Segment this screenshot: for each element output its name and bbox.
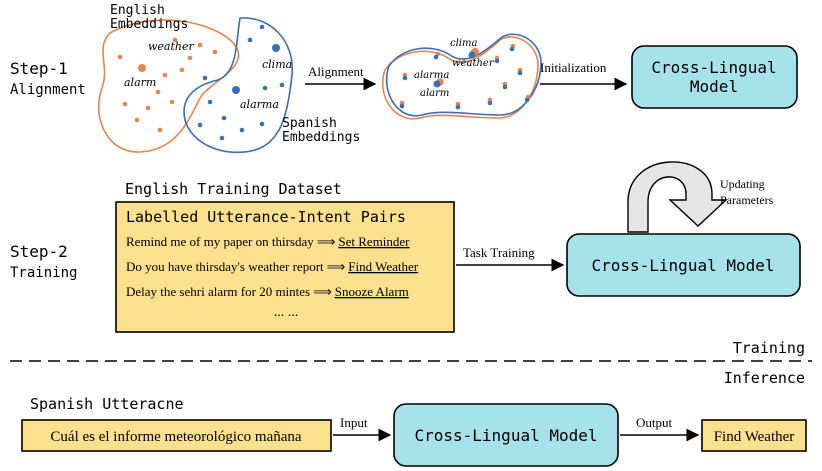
spanish-embedding-cluster [183,17,293,154]
model-label-step1-line1: Cross-Lingual [651,58,776,77]
alignment-arrow-label: Alignment [308,64,364,79]
updating-parameters-arrow [627,161,728,233]
word-clima-es: clima [262,58,292,71]
step1-sublabel: Alignment [10,82,86,98]
result-text: Find Weather [714,429,795,445]
cross-lingual-model-box-step1 [631,45,798,109]
dataset-box [115,201,455,333]
spanish-utterance-box [21,419,332,452]
word-alarm-aligned: alarm [420,88,449,99]
step1-label: Step-1 [10,59,68,78]
spanish-embeddings-label-1: Spanish [282,116,337,131]
model-label-step2: Cross-Lingual Model [591,256,774,275]
aligned-points [399,43,531,110]
word-weather-aligned: weather [452,58,495,69]
updating-label-2: Parameters [720,193,774,207]
dataset-row-intent: Snooze Alarm [335,284,409,299]
result-box [701,419,807,452]
word-clima-aligned: clima [450,38,477,49]
cross-lingual-model-box-step2 [566,233,801,297]
word-alarma-es: alarma [240,98,279,111]
spanish-points [197,24,285,141]
english-embeddings-label-1: English [110,3,165,18]
model-label-inference: Cross-Lingual Model [414,426,597,445]
divider-inference-label: Inference [724,369,805,387]
english-embeddings-label-2: Embeddings [110,17,188,32]
output-arrow-label: Output [636,415,673,430]
word-alarm-en: alarm [124,76,156,89]
dataset-row: Delay the sehri alarm for 20 mintes⟹Snoo… [126,284,409,299]
dataset-row-arrow: ⟹ [317,234,336,249]
dataset-row-utterance: Do you have thirsday's weather report [126,259,324,274]
task-training-arrow-label: Task Training [463,245,535,260]
dataset-row-arrow: ⟹ [313,284,332,299]
divider-training-label: Training [733,339,805,357]
initialization-arrow-label: Initialization [540,60,607,75]
updating-label-1: Updating [720,177,765,191]
step2-label: Step-2 [10,242,68,261]
spanish-utterance-text: Cuál es el informe meteorológico mañana [50,429,302,445]
dataset-row: Remind me of my paper on thirsday⟹Set Re… [126,234,410,249]
dataset-box-title: Labelled Utterance-Intent Pairs [126,208,406,226]
dataset-row-utterance: Delay the sehri alarm for 20 mintes [126,284,310,299]
word-alarma-aligned: alarma [414,70,449,81]
inference-title: Spanish Utteracne [30,395,184,413]
dataset-ellipsis: ... ... [274,305,299,320]
aligned-cluster-spanish [385,33,542,117]
dataset-row: Do you have thirsday's weather report⟹Fi… [126,259,419,274]
model-label-step1-line2: Model [690,77,738,96]
english-points [117,37,218,133]
cross-lingual-model-box-inference [393,403,619,467]
step2-sublabel: Training [10,265,77,281]
dataset-row-intent: Set Reminder [338,234,410,249]
dataset-row-intent: Find Weather [348,259,419,274]
dataset-rows: Remind me of my paper on thirsday⟹Set Re… [126,234,419,299]
aligned-cluster-english [381,36,539,120]
dataset-row-arrow: ⟹ [327,259,346,274]
dataset-title: English Training Dataset [125,180,342,198]
word-weather-en: weather [148,40,194,53]
input-arrow-label: Input [340,415,368,430]
dataset-row-utterance: Remind me of my paper on thirsday [126,234,314,249]
spanish-embeddings-label-2: Embeddings [282,130,360,145]
